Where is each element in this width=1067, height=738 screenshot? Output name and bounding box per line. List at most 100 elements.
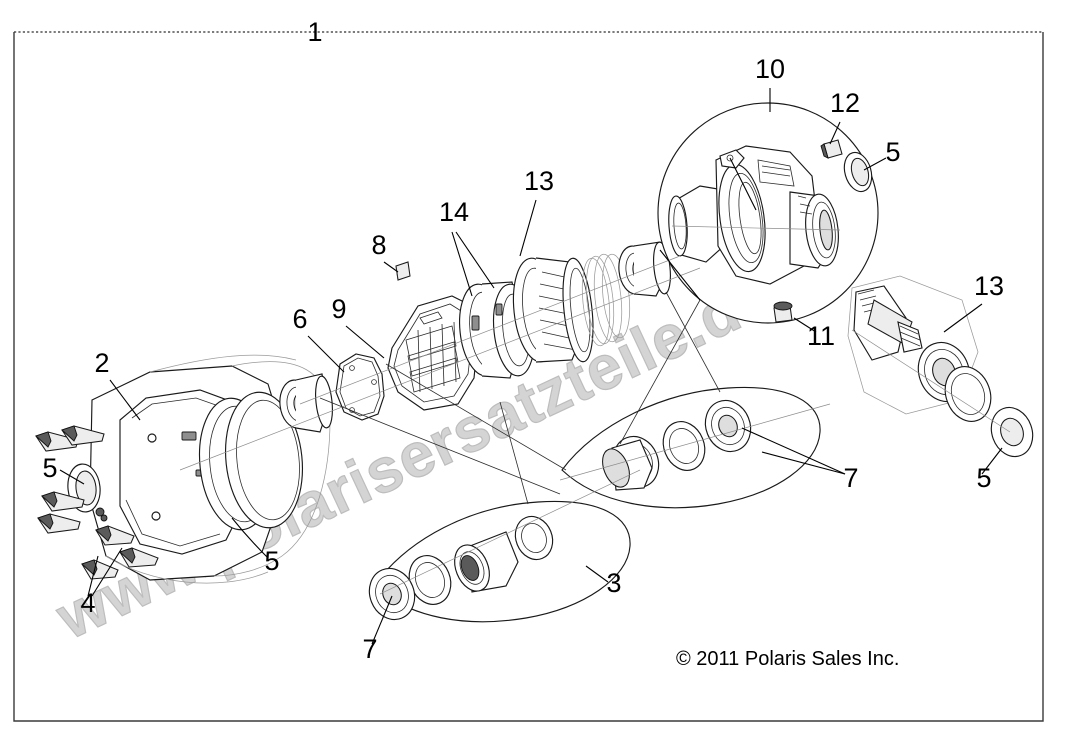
housing-hole-a: [147, 433, 157, 443]
screw-item: [61, 425, 105, 446]
screw-item: [95, 525, 135, 546]
detail-inner-assembly: [668, 145, 839, 285]
right-shaft-group: [847, 275, 1034, 458]
seal-group-right: [990, 406, 1034, 458]
gasket-plate-inner: [339, 357, 381, 417]
callout-2: 2: [94, 348, 109, 378]
leader-detail-tab: [659, 249, 701, 301]
leader-9: [345, 325, 385, 359]
leader-13b: [943, 303, 983, 333]
housing-face-detail-2: [125, 499, 221, 547]
callout-5a: 5: [42, 453, 57, 483]
detail-circle-group: [657, 102, 879, 324]
callout-11: 11: [807, 321, 835, 351]
axis-detail: [671, 225, 841, 231]
guide-a: [319, 397, 561, 495]
callout-3: 3: [606, 568, 621, 598]
leader-5a: [59, 469, 85, 485]
callout-12: 12: [830, 88, 860, 118]
leader-3: [585, 565, 609, 583]
callout-5b: 5: [264, 546, 279, 576]
sprag-roller-array: [405, 321, 461, 393]
callout-1: 1: [307, 17, 322, 47]
leader-5b: [231, 517, 269, 559]
coil-ring-lug-a: [471, 315, 480, 331]
main-body-group: [368, 386, 821, 623]
leader-5d: [981, 447, 1003, 475]
roll-pin: [395, 261, 411, 281]
leader-14a: [451, 231, 473, 297]
axis-lower: [559, 403, 831, 481]
sprag-clutch-group: [387, 295, 479, 411]
guide-e: [499, 401, 529, 505]
screw-set-group: [35, 425, 159, 580]
guide-c: [665, 291, 721, 393]
main-body-lower-bores: [368, 515, 554, 621]
guide-b: [385, 363, 567, 471]
callout-13b: 13: [974, 271, 1004, 301]
leader-7b1: [761, 451, 846, 475]
housing-barrel-top: [149, 354, 297, 373]
sprag-housing-inner: [393, 303, 473, 403]
axis-right: [851, 329, 1011, 433]
detail-mount-tab: [719, 149, 745, 169]
assembly-boundary: [13, 31, 1044, 722]
leader-11: [793, 317, 817, 333]
callout-9: 9: [331, 294, 346, 324]
screw-item: [81, 559, 119, 580]
housing-pin-left2: [100, 514, 108, 522]
seal-group-detail: [843, 151, 873, 193]
detail-badge: [757, 159, 795, 187]
callout-8: 8: [371, 230, 386, 260]
callout-5c: 5: [885, 137, 900, 167]
gasket-plate-group: [335, 353, 385, 421]
leader-7b2: [741, 427, 846, 475]
leader-7a: [371, 595, 393, 645]
roll-pin-group: [395, 261, 411, 281]
main-body-upper-bores: [602, 399, 752, 491]
plug-group-11: [773, 301, 793, 323]
axis-body: [379, 469, 641, 595]
spring-ghost-rings: [581, 253, 631, 347]
right-shaft-mid-spline-lines: [899, 325, 921, 347]
housing-barrel-ghost: [213, 361, 331, 577]
guide-d: [619, 299, 701, 445]
leader-8: [383, 261, 399, 273]
housing-pin-left: [95, 507, 105, 517]
plug-group-12: [820, 139, 843, 159]
callout-4: 4: [80, 588, 95, 618]
screw-item: [37, 513, 81, 534]
bearing-group-left: [279, 373, 333, 433]
gasket-plate: [335, 353, 385, 421]
callout-layer: 1 2 3 4 5 5 5 5 6 7 7 8 9 10 11 12 13 13…: [42, 17, 1004, 664]
right-shaft-end-ring: [944, 366, 992, 422]
frame-sides: [13, 32, 1044, 722]
leader-14b: [455, 231, 495, 289]
copyright-notice: © 2011 Polaris Sales Inc.: [676, 648, 899, 670]
housing-hole-b: [151, 511, 161, 521]
leader-12: [829, 121, 841, 145]
axis-main: [179, 267, 701, 471]
leader-4b: [91, 547, 123, 597]
leader-2: [109, 379, 141, 421]
sprag-tag: [419, 311, 443, 325]
screw-item: [119, 547, 159, 568]
housing-barrel-bottom: [105, 555, 269, 584]
callout-6: 6: [292, 304, 307, 334]
gasket-hole-a: [349, 365, 355, 371]
callout-13a: 13: [524, 166, 554, 196]
callout-5d: 5: [976, 463, 991, 493]
axis-secondary: [299, 255, 681, 405]
callout-7a: 7: [362, 634, 377, 664]
callout-7b: 7: [843, 463, 858, 493]
leader-4a: [87, 555, 99, 597]
callout-10: 10: [755, 54, 785, 84]
coil-ring-lug-b: [495, 303, 503, 316]
explode-guides: [319, 291, 721, 505]
leader-detail-mount: [729, 157, 757, 211]
callout-14: 14: [439, 197, 469, 227]
leader-6: [307, 335, 345, 373]
housing-face-detail-1: [131, 397, 231, 419]
